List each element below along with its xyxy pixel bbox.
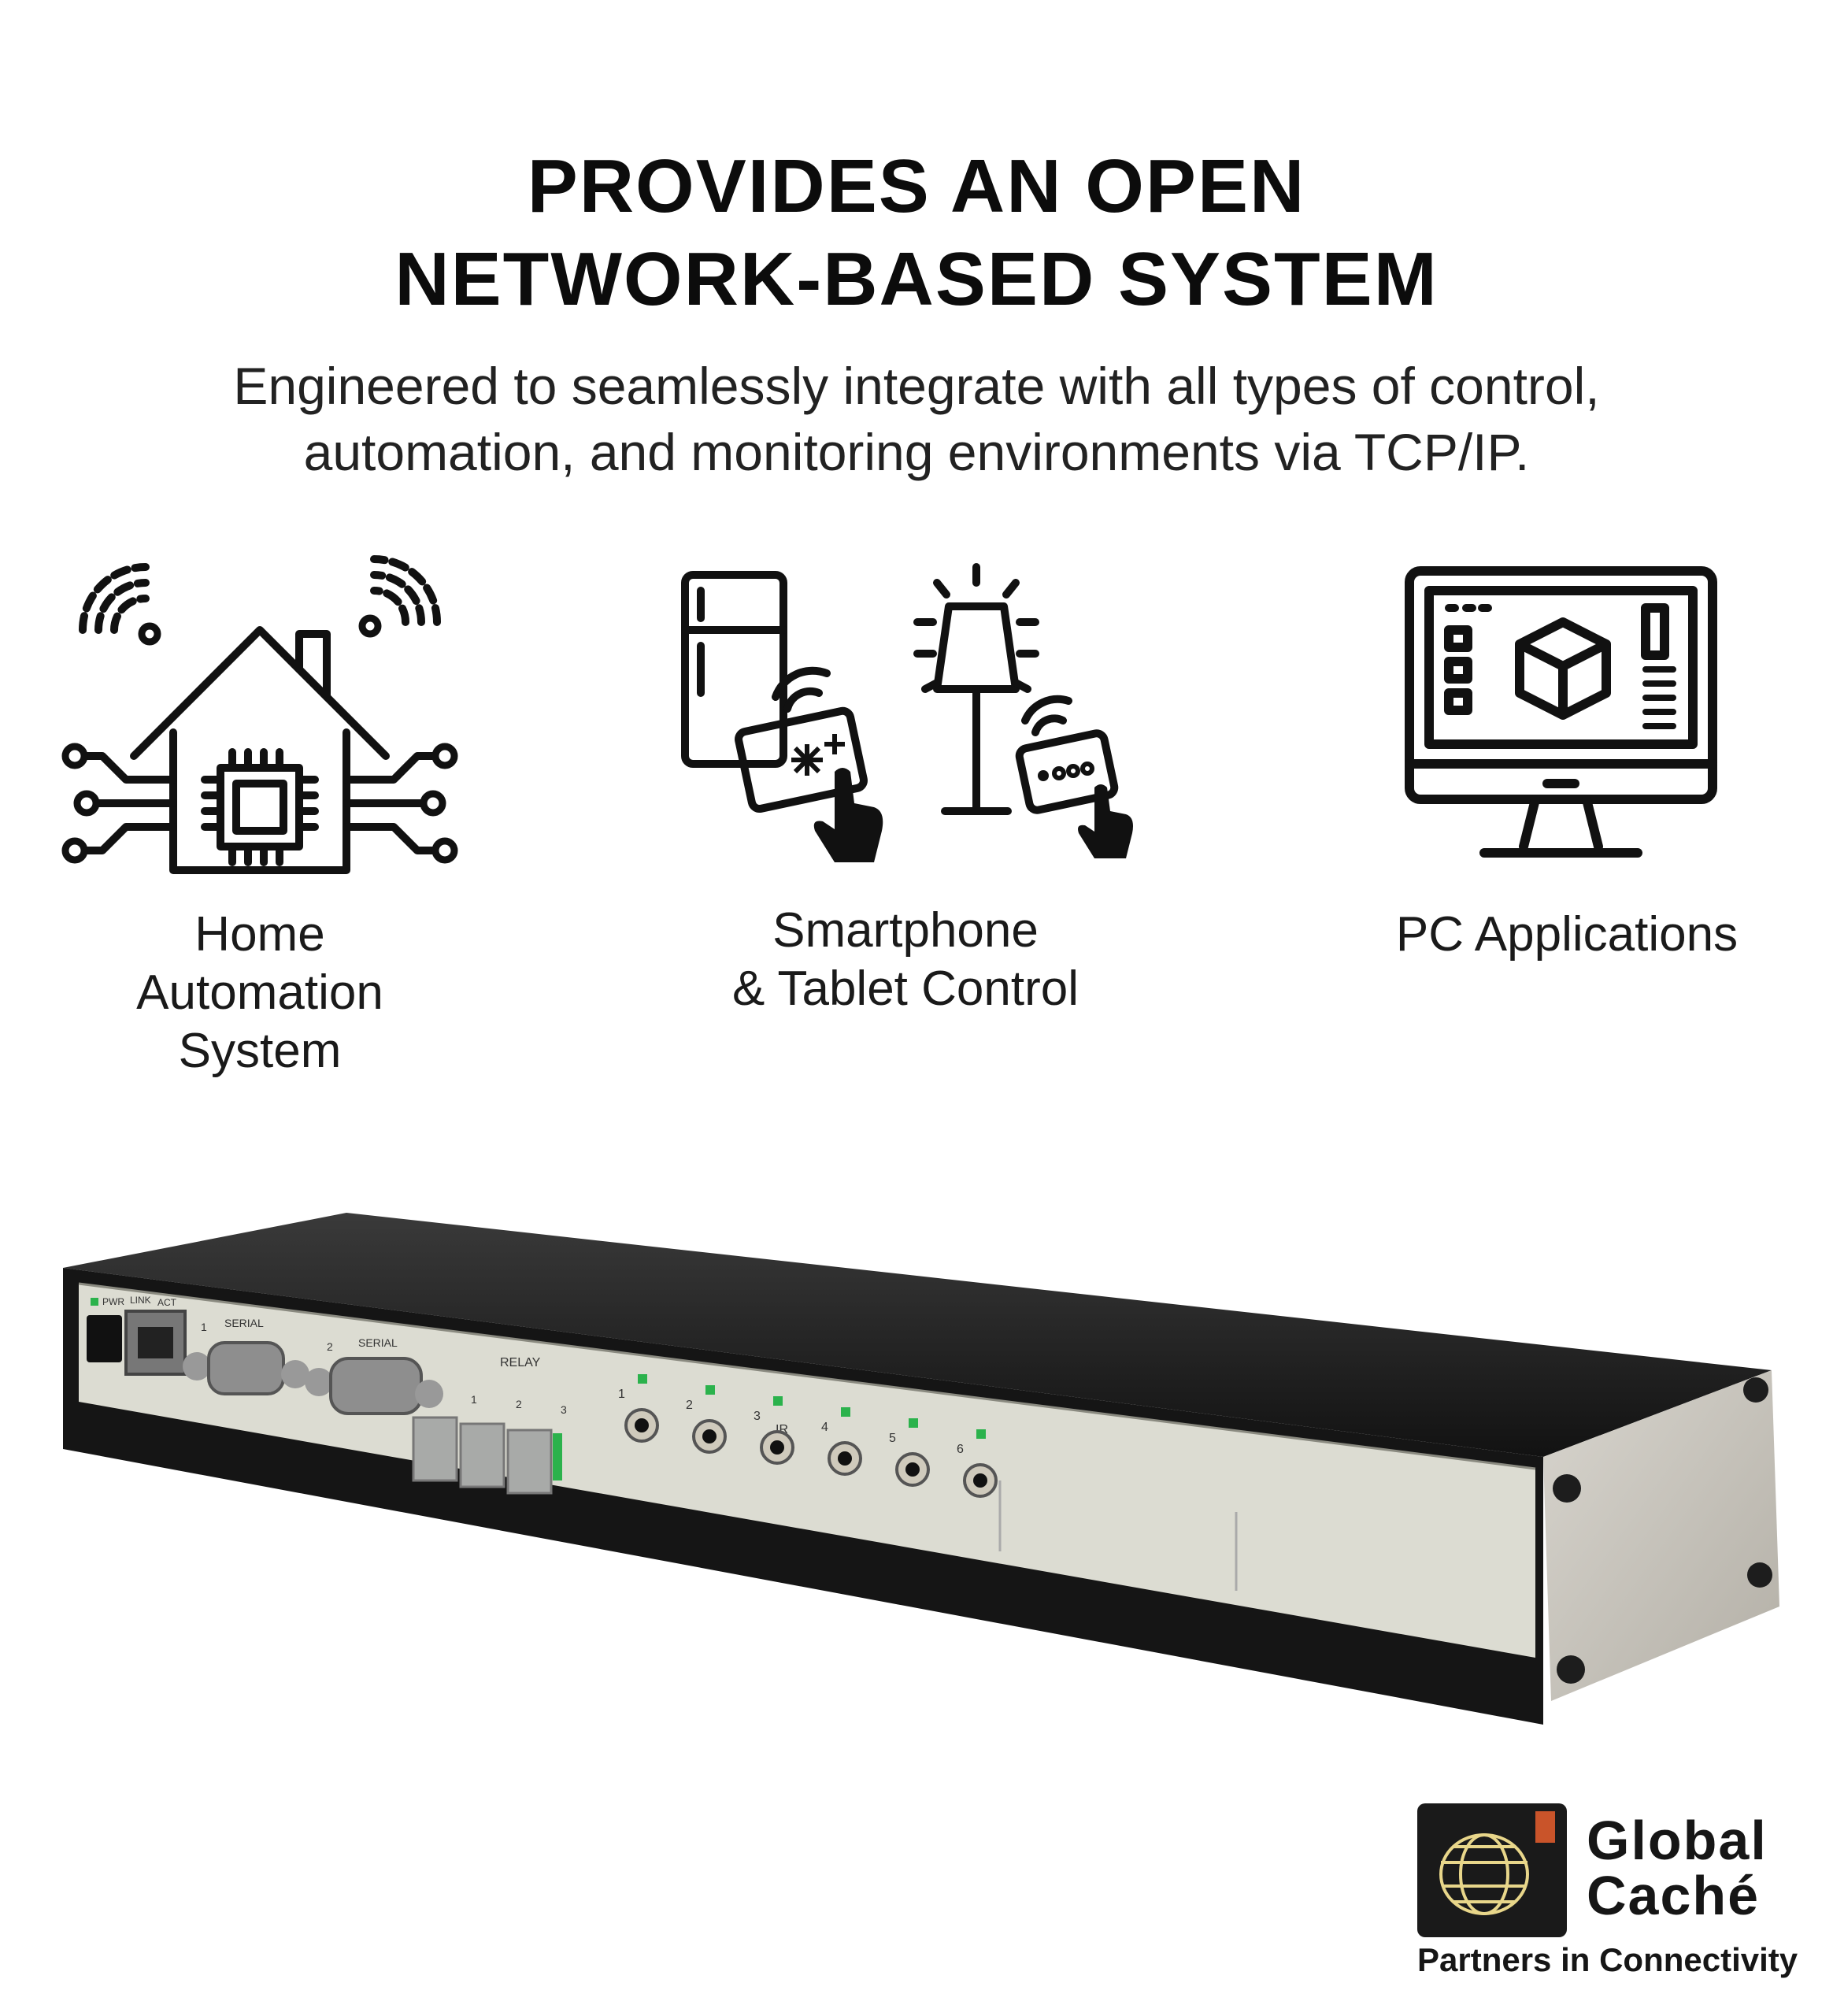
ir-port-hole bbox=[838, 1451, 852, 1466]
act-label: ACT bbox=[157, 1297, 177, 1308]
ir-port-hole bbox=[973, 1473, 987, 1488]
ethernet-port bbox=[124, 1310, 187, 1376]
device-top-cover bbox=[63, 1213, 1772, 1457]
ir-led-5 bbox=[909, 1418, 918, 1428]
globe-logo-icon bbox=[1417, 1803, 1567, 1937]
serial-1-number: 1 bbox=[201, 1321, 207, 1333]
global-cache-logo: Global Caché Partners in Connectivity bbox=[1417, 1796, 1827, 1992]
ir-led-2 bbox=[705, 1385, 715, 1395]
ir-led-4 bbox=[841, 1407, 850, 1417]
ir-port-hole bbox=[635, 1418, 649, 1432]
smart-home-icon bbox=[61, 555, 458, 874]
subheading-line-2: automation, and monitoring environments … bbox=[303, 423, 1530, 481]
ir-port-hole bbox=[905, 1462, 920, 1477]
serial-2-number: 2 bbox=[327, 1340, 333, 1353]
relay-terminal-3 bbox=[506, 1429, 553, 1495]
device-screw bbox=[1553, 1474, 1581, 1503]
ir-port-number-1: 1 bbox=[618, 1388, 625, 1401]
headline-line-2: NETWORK-BASED SYSTEM bbox=[394, 237, 1439, 321]
ir-led-1 bbox=[638, 1374, 647, 1384]
subheading-line-1: Engineered to seamlessly integrate with … bbox=[233, 357, 1600, 415]
device-illustration: PWR LINK ACT 1 SERIAL 2 SERIAL RELAY 1 2… bbox=[63, 1213, 1779, 1725]
feature-pc-applications-label: PC Applications bbox=[1395, 907, 1739, 962]
pwr-label: PWR bbox=[102, 1296, 124, 1307]
device-faceplate bbox=[79, 1284, 1535, 1658]
power-jack bbox=[87, 1315, 122, 1362]
logo-tagline: Partners in Connectivity bbox=[1417, 1941, 1798, 1978]
ir-port-number-4: 4 bbox=[821, 1421, 828, 1434]
device-side-panel bbox=[1543, 1370, 1779, 1701]
feature-smartphone-tablet: Smartphone & Tablet Control bbox=[606, 551, 1205, 1087]
relay-1-number: 1 bbox=[471, 1393, 477, 1406]
headline-line-1: PROVIDES AN OPEN bbox=[527, 144, 1306, 228]
feature-home-automation-label: Home Automation System bbox=[136, 907, 383, 1078]
device-screw bbox=[1747, 1562, 1772, 1588]
relay-label: RELAY bbox=[500, 1356, 541, 1369]
feature-home-automation: Home Automation System bbox=[0, 551, 559, 1087]
ir-port-number-5: 5 bbox=[889, 1432, 896, 1445]
pwr-led bbox=[91, 1298, 98, 1306]
logo-brand-line-2: Caché bbox=[1587, 1865, 1761, 1926]
relay-3-number: 3 bbox=[561, 1403, 567, 1416]
smartphone-tablet-control-icon bbox=[681, 563, 1133, 862]
link-label: LINK bbox=[130, 1295, 151, 1306]
serial-port-1 bbox=[183, 1341, 309, 1395]
serial-1-label: SERIAL bbox=[224, 1317, 264, 1329]
ir-port-number-2: 2 bbox=[686, 1399, 693, 1412]
relay-terminal-2 bbox=[459, 1422, 505, 1488]
device-screw bbox=[1557, 1655, 1585, 1684]
feature-smartphone-tablet-label: Smartphone & Tablet Control bbox=[732, 903, 1079, 1016]
subheading: Engineered to seamlessly integrate with … bbox=[0, 353, 1833, 485]
ir-led-3 bbox=[773, 1396, 783, 1406]
itach-device-image: PWR LINK ACT 1 SERIAL 2 SERIAL RELAY 1 2… bbox=[47, 1197, 1811, 1748]
relay-terminal-1 bbox=[412, 1416, 458, 1482]
ir-led-6 bbox=[976, 1429, 986, 1439]
ir-port-hole bbox=[702, 1429, 717, 1443]
serial-2-label: SERIAL bbox=[358, 1336, 398, 1349]
relay-2-number: 2 bbox=[516, 1398, 522, 1410]
ir-port-number-6: 6 bbox=[957, 1443, 964, 1456]
pc-monitor-icon bbox=[1405, 566, 1717, 858]
device-screw bbox=[1743, 1377, 1768, 1403]
ir-port-hole bbox=[770, 1440, 784, 1455]
headline: PROVIDES AN OPEN NETWORK-BASED SYSTEM bbox=[0, 140, 1833, 326]
serial-port-2 bbox=[305, 1357, 443, 1415]
logo-brand-line-1: Global bbox=[1587, 1810, 1768, 1871]
ir-port-number-3: 3 bbox=[754, 1410, 761, 1423]
feature-pc-applications: PC Applications bbox=[1268, 551, 1833, 1087]
